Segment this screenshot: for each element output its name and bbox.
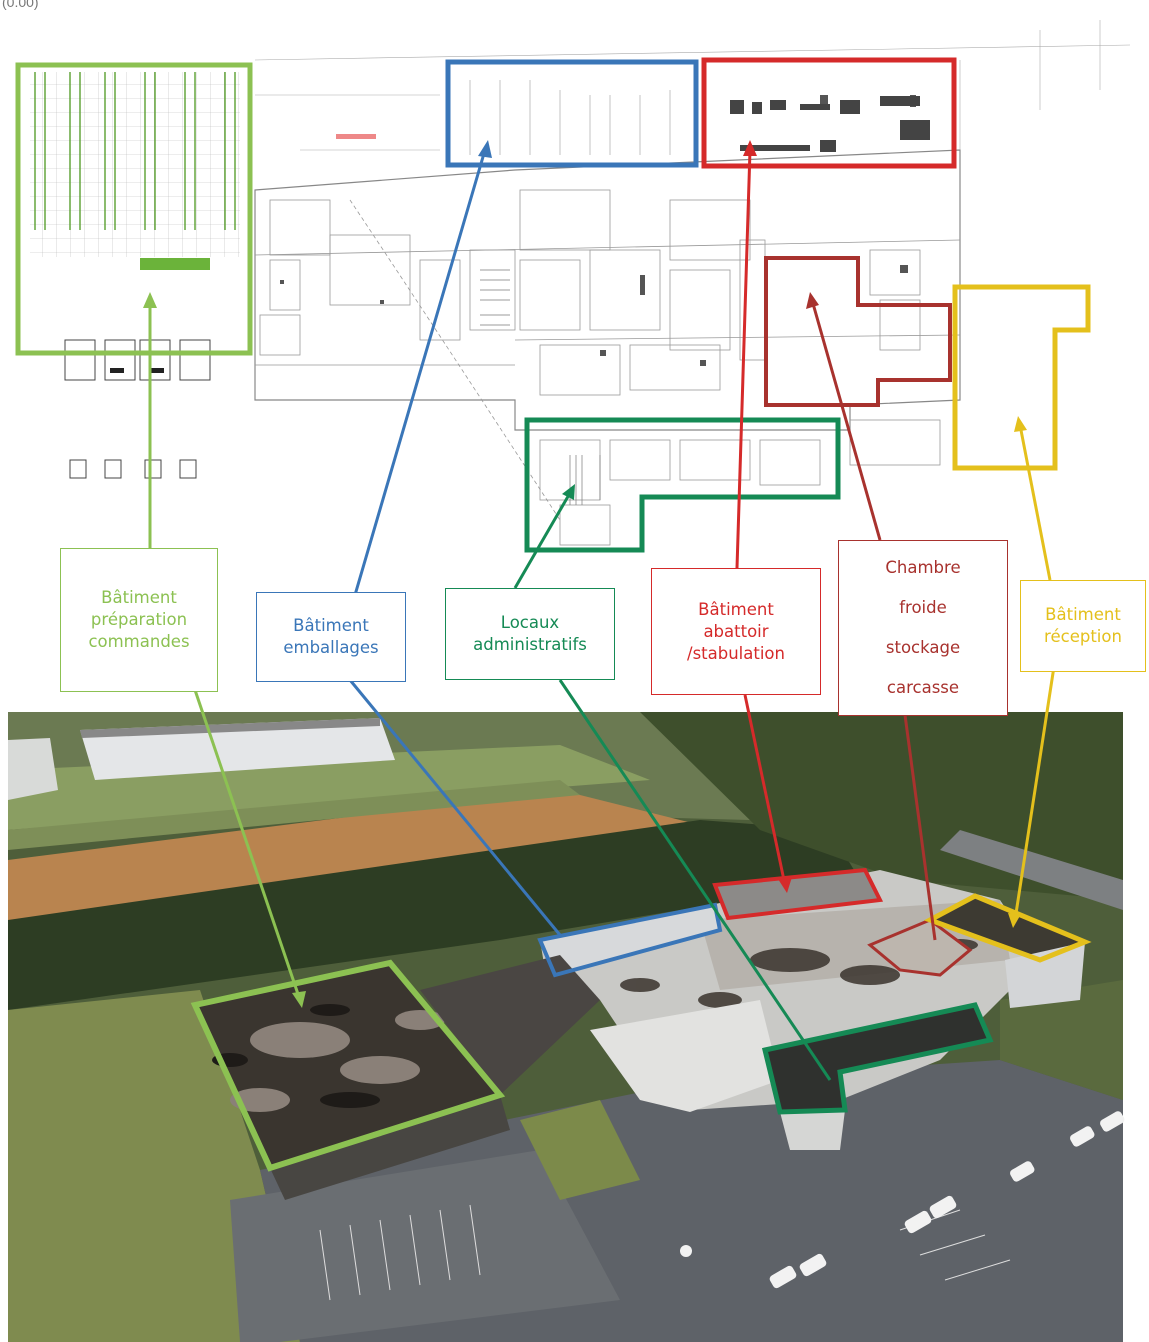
plan-zone-outlines bbox=[15, 57, 1091, 553]
label-abattoir-line-2: abattoir bbox=[703, 621, 769, 641]
label-reception: Bâtiment réception bbox=[1020, 580, 1146, 672]
plan-zone-reception bbox=[952, 284, 1091, 471]
aerial-zone-prep bbox=[190, 959, 506, 1172]
label-froide: Chambre froide stockage carcasse bbox=[838, 540, 1008, 716]
label-emb-line-2: emballages bbox=[283, 638, 379, 657]
floor-plan bbox=[30, 20, 1131, 546]
label-emballages: Bâtiment emballages bbox=[256, 592, 406, 682]
label-froide-line-2: froide bbox=[899, 598, 947, 617]
label-emb-line-1: Bâtiment bbox=[293, 616, 369, 635]
label-reception-line-1: Bâtiment bbox=[1045, 605, 1121, 624]
aerial-photo bbox=[8, 712, 1125, 1342]
label-prep: Bâtiment préparation commandes bbox=[60, 548, 218, 692]
plan-building-prep bbox=[30, 72, 240, 479]
aerial-zone-froide bbox=[867, 918, 973, 977]
label-prep-line-2: préparation bbox=[90, 610, 188, 629]
label-abattoir-line-1: Bâtiment bbox=[698, 599, 774, 619]
plan-zone-emballages bbox=[445, 59, 699, 168]
aerial-zone-admin bbox=[761, 1002, 994, 1115]
leader-lines bbox=[143, 140, 1057, 1081]
aerial-zone-abattoir bbox=[712, 867, 884, 921]
label-prep-line-1: Bâtiment bbox=[101, 588, 177, 607]
corner-text: (0.00) bbox=[2, 0, 39, 10]
aerial-zone-outlines bbox=[190, 867, 1092, 1172]
plan-zone-admin bbox=[524, 417, 841, 553]
label-froide-line-3: stockage bbox=[885, 638, 961, 657]
label-reception-line-2: réception bbox=[1044, 627, 1122, 646]
label-admin: Locaux administratifs bbox=[445, 588, 615, 680]
label-froide-line-1: Chambre bbox=[885, 558, 961, 577]
plan-zone-abattoir bbox=[701, 57, 957, 169]
label-abattoir-line-3: /stabulation bbox=[687, 643, 785, 663]
label-admin-line-1: Locaux bbox=[500, 613, 560, 632]
plan-zone-prep bbox=[15, 62, 253, 356]
label-prep-line-3: commandes bbox=[88, 632, 190, 651]
aerial-zone-reception bbox=[923, 893, 1092, 963]
aerial-zone-emballages bbox=[537, 902, 723, 978]
label-admin-line-2: administratifs bbox=[473, 635, 587, 654]
label-abattoir: Bâtiment abattoir /stabulation bbox=[651, 568, 821, 695]
label-froide-line-4: carcasse bbox=[886, 678, 960, 697]
plan-zone-froide bbox=[764, 256, 952, 407]
